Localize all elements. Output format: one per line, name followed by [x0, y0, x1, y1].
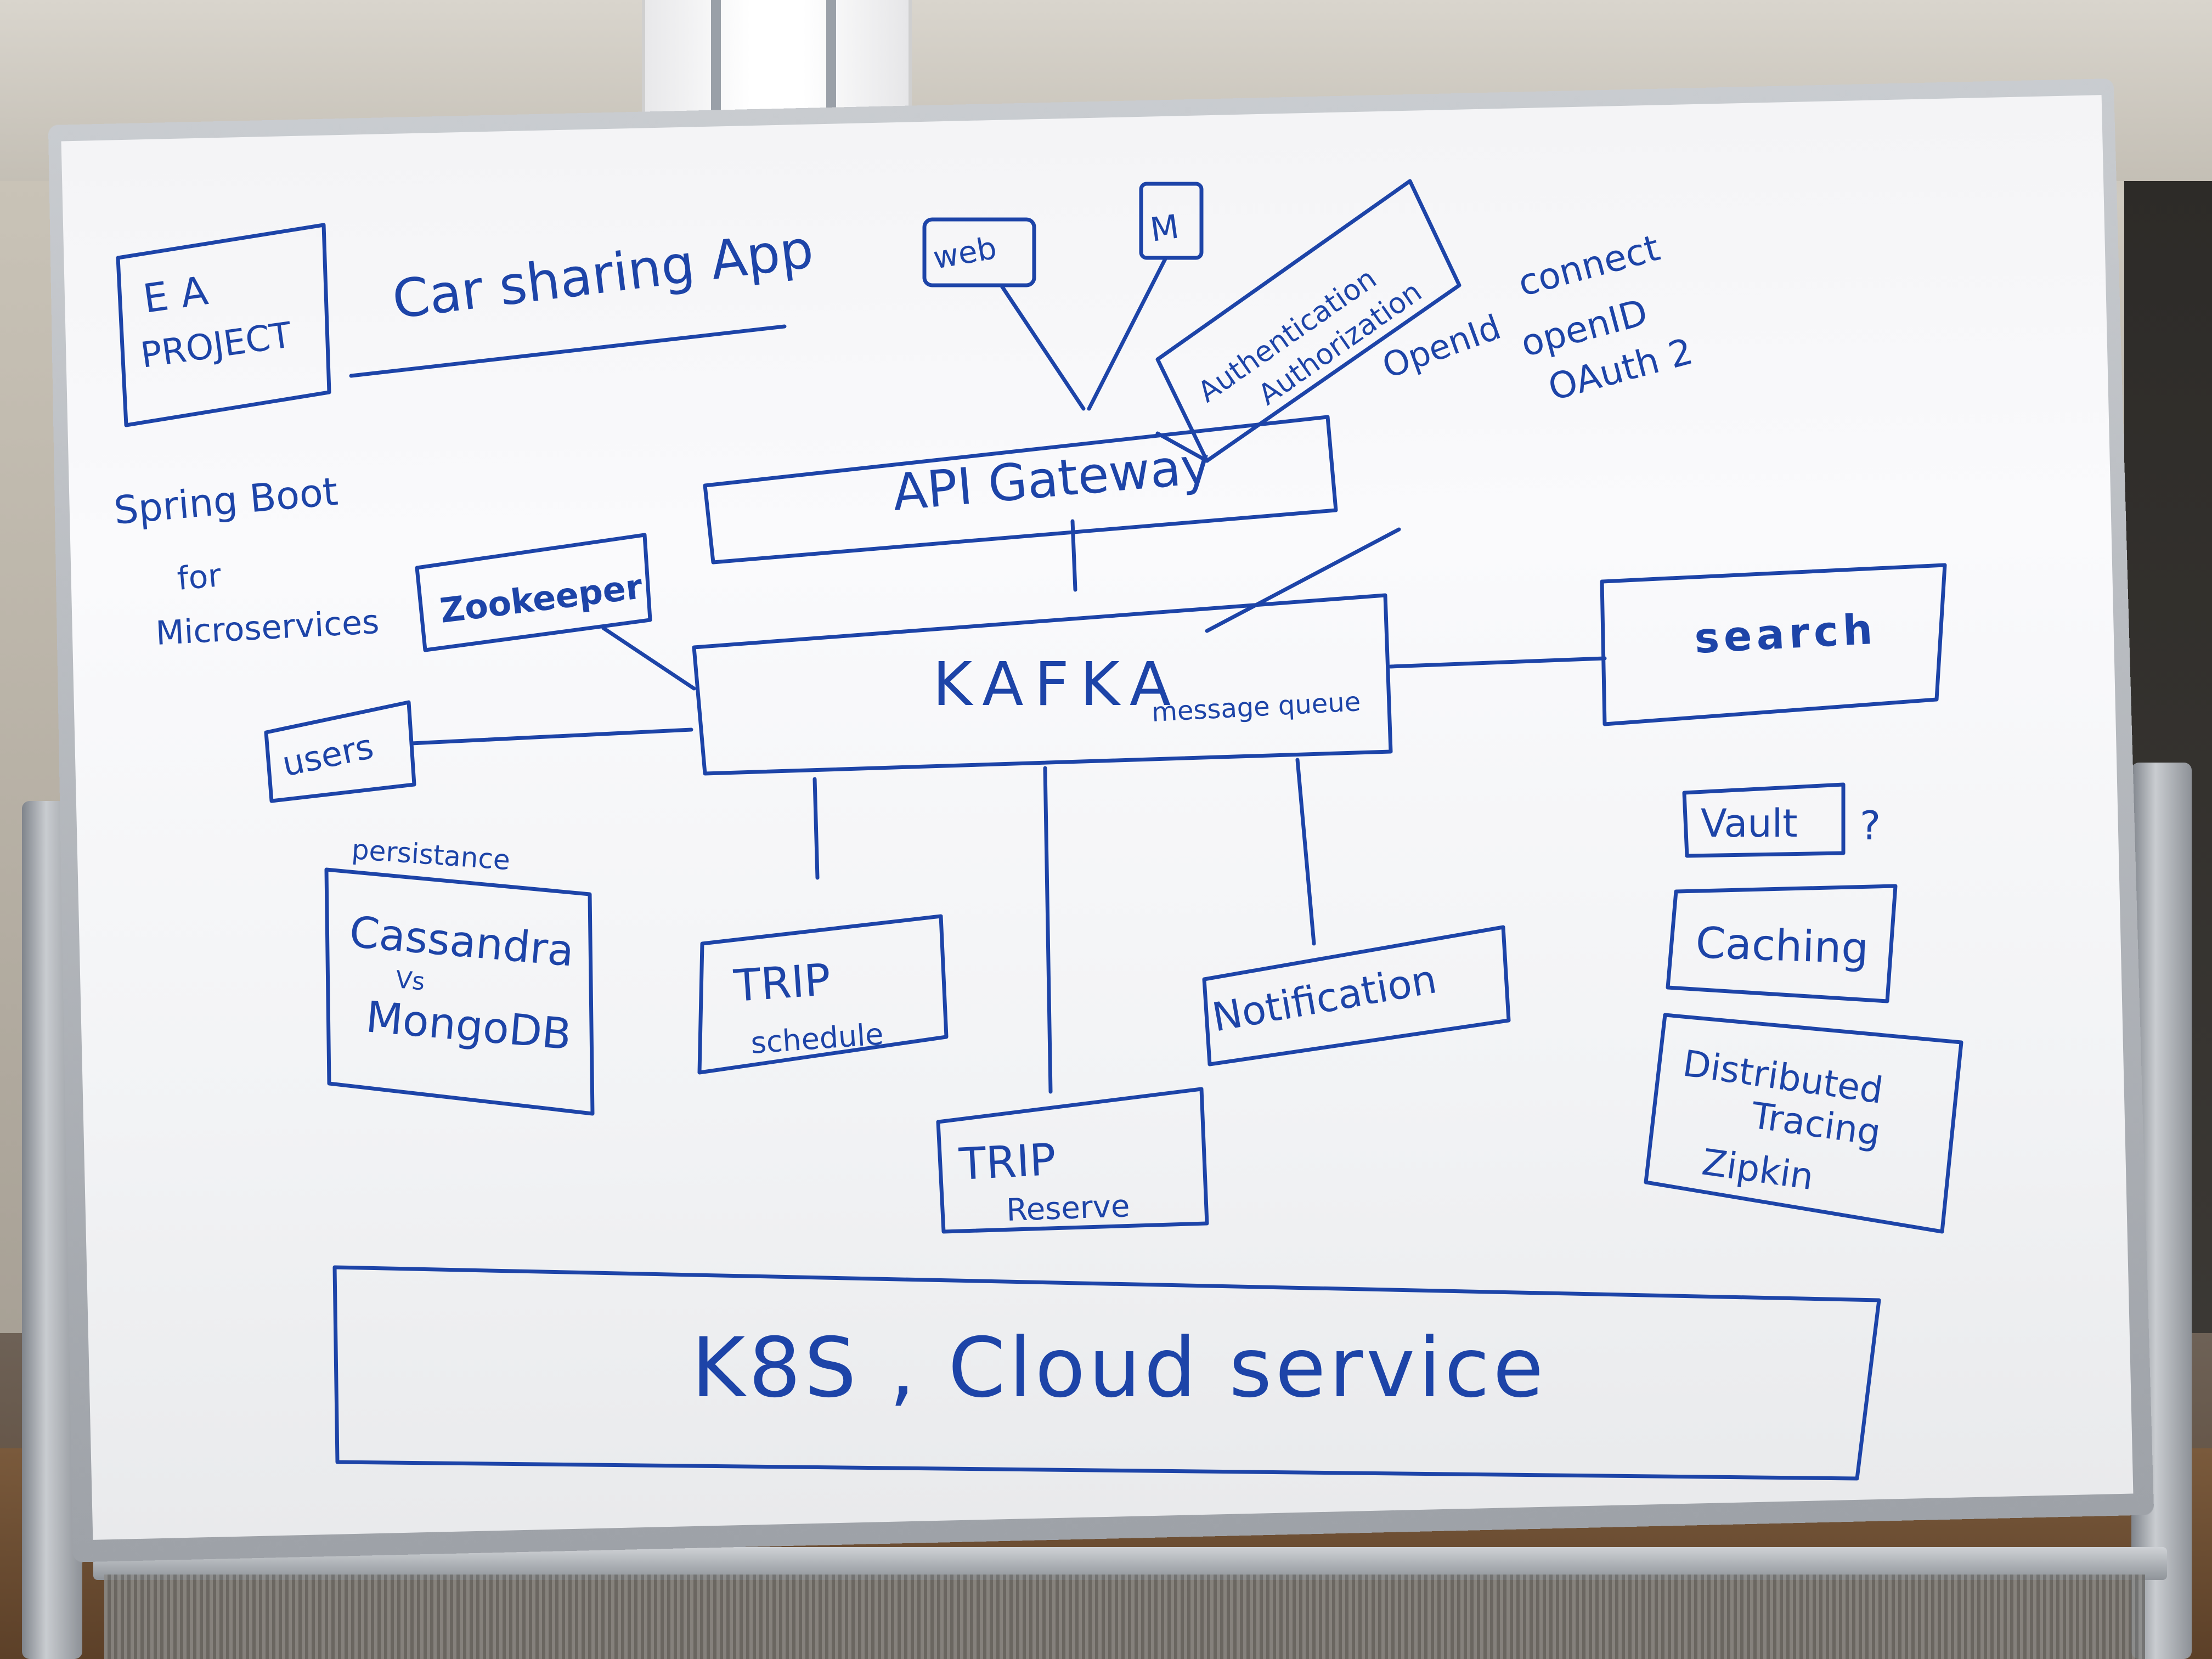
mesh-shelf [104, 1575, 2145, 1659]
trip-schedule-line2: schedule [750, 1017, 885, 1060]
web-box [922, 217, 1036, 287]
zookeeper-label: Zookeeper [438, 566, 645, 631]
mobile-to-gateway-line [1087, 256, 1168, 411]
cloud-box [332, 1265, 1881, 1481]
search-box [1600, 563, 1947, 726]
title-box [116, 223, 331, 427]
mobile-label: M [1148, 207, 1181, 250]
vault-box [1682, 782, 1846, 858]
persistence-line3: MongoDB [364, 992, 573, 1059]
app-title: Car sharing App [389, 218, 816, 331]
mobile-box [1139, 182, 1204, 260]
notes-line2: for [176, 556, 223, 597]
zookeeper-to-kafka-line [601, 626, 696, 691]
persistence-box [324, 867, 595, 1116]
caching-label: Caching [1695, 918, 1869, 974]
users-to-kafka-line [409, 727, 693, 746]
vault-label: Vault [1701, 801, 1798, 846]
cloud-label: K8S , Cloud service [691, 1321, 1547, 1416]
persistence-line2: Vs [394, 966, 426, 996]
kafka-stray-line [1205, 527, 1401, 633]
title-box-text: E A PROJECT [138, 267, 295, 376]
caching-box [1666, 884, 1898, 1003]
trip-reserve-line1: TRIP [957, 1134, 1057, 1190]
notes-line1: Spring Boot [112, 469, 340, 533]
auth-box [1155, 179, 1462, 463]
search-label: search [1693, 605, 1878, 663]
title-line1: E A [140, 267, 211, 322]
kafka-subtitle: message queue [1151, 686, 1362, 728]
kafka-title: KAFKA [933, 649, 1182, 719]
trip-schedule-box [697, 914, 949, 1075]
tracing-box [1644, 1013, 1963, 1234]
gateway-to-kafka-line [1070, 519, 1077, 592]
kafka-to-search-line [1389, 656, 1607, 669]
vault-question: ? [1860, 803, 1881, 849]
web-label: web [930, 230, 999, 276]
title-underline [349, 324, 787, 378]
persistence-line1: Cassandra [347, 907, 575, 976]
trip-schedule-line1: TRIP [732, 954, 832, 1012]
trip-reserve-line2: Reserve [1006, 1188, 1130, 1228]
zookeeper-box [415, 533, 652, 652]
kafka-box [692, 593, 1393, 776]
users-label: users [279, 726, 377, 784]
tracing-line3: Zipkin [1700, 1141, 1816, 1199]
kafka-to-trip-schedule-line [812, 777, 820, 880]
title-line2: PROJECT [138, 315, 295, 376]
notification-label: Notification [1209, 956, 1440, 1040]
gateway-box [703, 415, 1338, 565]
auth-connector [1155, 431, 1209, 463]
notes-line3: Microservices [155, 603, 380, 653]
web-to-gateway-line [999, 283, 1086, 411]
users-box [264, 700, 416, 803]
notification-box [1202, 925, 1511, 1066]
kafka-to-notification-line [1295, 758, 1316, 946]
kafka-to-trip-reserve-line [1043, 766, 1053, 1094]
persistence-label: persistance [351, 833, 511, 876]
trip-reserve-box [936, 1087, 1209, 1234]
